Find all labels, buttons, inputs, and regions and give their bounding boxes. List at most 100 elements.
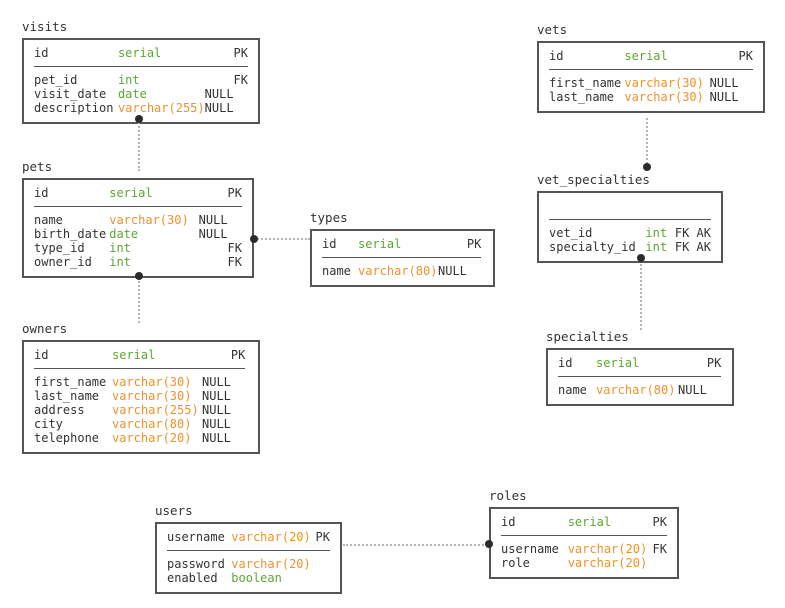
- column-key: [316, 554, 330, 571]
- relationship-vet-specialties-specialties: [640, 260, 642, 330]
- table-row: last_name varchar(30) NULL: [34, 389, 245, 403]
- column-name: username: [167, 530, 225, 544]
- entity-box-roles[interactable]: id serial PK username varchar(20) FK rol…: [489, 507, 679, 579]
- column-name: [549, 199, 645, 216]
- column-null: [199, 186, 228, 203]
- column-key: FK: [227, 255, 242, 269]
- column-key: PK: [227, 186, 242, 200]
- column-key: PK: [466, 237, 482, 251]
- column-key: [675, 199, 711, 216]
- column-list-vet-specialties: vet_id int FK AK specialty_id int FK AK: [549, 199, 711, 254]
- column-type: varchar(20): [567, 556, 648, 570]
- entity-box-owners[interactable]: id serial PK first_name varchar(30) NULL…: [22, 340, 260, 454]
- column-name: id: [501, 515, 516, 529]
- relationship-visits-pets: [138, 119, 140, 171]
- column-name: name: [322, 264, 351, 278]
- column-key: FK: [233, 73, 248, 87]
- column-key: FK: [227, 241, 242, 255]
- entity-vets[interactable]: vets id serial PK first_name varchar(30)…: [537, 23, 765, 113]
- entity-pets[interactable]: pets id serial PK name varchar(30) NULL …: [22, 160, 254, 278]
- column-null: NULL: [198, 213, 228, 227]
- column-null: [678, 356, 707, 373]
- entity-users[interactable]: users username varchar(20) PK password v…: [155, 504, 342, 594]
- table-row: first_name varchar(30) NULL: [549, 73, 753, 90]
- entity-vet-specialties[interactable]: vet_specialties vet_id int FK AK specia: [537, 173, 723, 263]
- column-name: city: [34, 417, 63, 431]
- entity-box-types[interactable]: id serial PK name varchar(80) NULL: [310, 229, 495, 287]
- column-null: [199, 255, 228, 269]
- table-row: password varchar(20): [167, 554, 330, 571]
- pk-divider: [549, 66, 753, 73]
- table-row: [549, 199, 711, 216]
- entity-box-vet-specialties[interactable]: vet_id int FK AK specialty_id int FK AK: [537, 191, 723, 263]
- column-type: varchar(20): [231, 530, 311, 544]
- column-type: varchar(30): [109, 213, 189, 227]
- column-null: NULL: [438, 264, 467, 278]
- column-key: [739, 73, 753, 90]
- column-name: name: [558, 383, 587, 397]
- entity-owners[interactable]: owners id serial PK first_name varchar(3…: [22, 322, 260, 454]
- column-name: birth_date: [34, 227, 107, 241]
- column-null: [438, 237, 467, 254]
- entity-title-owners: owners: [22, 321, 68, 336]
- relationship-users-roles: [343, 544, 491, 546]
- table-row: type_id int FK: [34, 241, 242, 255]
- table-row: pet_id int FK: [34, 70, 248, 87]
- column-null: NULL: [202, 375, 231, 389]
- column-null: NULL: [678, 383, 707, 397]
- entity-roles[interactable]: roles id serial PK username varchar(20) …: [489, 489, 679, 579]
- column-key: PK: [652, 515, 667, 529]
- table-row: city varchar(80) NULL: [34, 417, 245, 431]
- column-type: varchar(30): [624, 76, 704, 90]
- table-row: id serial PK: [34, 186, 242, 203]
- column-name: enabled: [167, 571, 218, 585]
- entity-box-pets[interactable]: id serial PK name varchar(30) NULL birth…: [22, 178, 254, 278]
- column-type: varchar(20): [231, 557, 311, 571]
- column-type: serial: [112, 348, 156, 362]
- column-null: NULL: [202, 431, 231, 445]
- column-type: int: [109, 255, 131, 269]
- column-null: NULL: [202, 417, 231, 431]
- column-key: [467, 261, 481, 278]
- column-name: id: [34, 348, 49, 362]
- column-null: [199, 241, 228, 255]
- column-type: serial: [567, 515, 612, 529]
- column-key: [739, 90, 753, 104]
- column-name: username: [501, 542, 559, 556]
- column-key: [228, 227, 242, 241]
- column-name: role: [501, 556, 530, 570]
- column-list-users: username varchar(20) PK password varchar…: [167, 530, 330, 585]
- column-null: NULL: [202, 403, 231, 417]
- column-null: [202, 348, 231, 365]
- column-type: serial: [358, 237, 402, 251]
- column-list-types: id serial PK name varchar(80) NULL: [322, 237, 482, 278]
- column-null: NULL: [198, 227, 228, 241]
- column-key: [707, 380, 721, 397]
- column-null: [205, 46, 234, 63]
- column-type: varchar(255): [117, 101, 205, 115]
- entity-specialties[interactable]: specialties id serial PK name varchar(80…: [546, 330, 734, 406]
- column-key: [231, 431, 245, 445]
- entity-title-vets: vets: [537, 22, 568, 37]
- table-row: id serial PK: [34, 46, 248, 63]
- entity-types[interactable]: types id serial PK name varchar(80) NULL: [310, 211, 495, 287]
- column-null: NULL: [204, 87, 234, 101]
- entity-box-visits[interactable]: id serial PK pet_id int FK visit_date da…: [22, 38, 260, 124]
- entity-box-users[interactable]: username varchar(20) PK password varchar…: [155, 522, 342, 594]
- column-list-owners: id serial PK first_name varchar(30) NULL…: [34, 348, 246, 445]
- column-key: PK: [706, 356, 722, 370]
- entity-box-specialties[interactable]: id serial PK name varchar(80) NULL: [546, 348, 734, 406]
- column-null: NULL: [204, 101, 234, 115]
- column-key: FK: [652, 542, 667, 556]
- entity-box-vets[interactable]: id serial PK first_name varchar(30) NULL…: [537, 41, 765, 113]
- column-type: varchar(30): [112, 389, 192, 403]
- table-row: description varchar(255) NULL: [34, 101, 248, 115]
- entity-visits[interactable]: visits id serial PK pet_id int FK visit_…: [22, 20, 260, 124]
- column-type: varchar(20): [567, 542, 648, 556]
- column-type: int: [645, 226, 668, 240]
- pk-divider: [34, 63, 248, 70]
- column-name: last_name: [549, 90, 615, 104]
- column-name: specialty_id: [549, 240, 636, 254]
- entity-title-visits: visits: [22, 19, 68, 34]
- column-type: serial: [109, 186, 153, 200]
